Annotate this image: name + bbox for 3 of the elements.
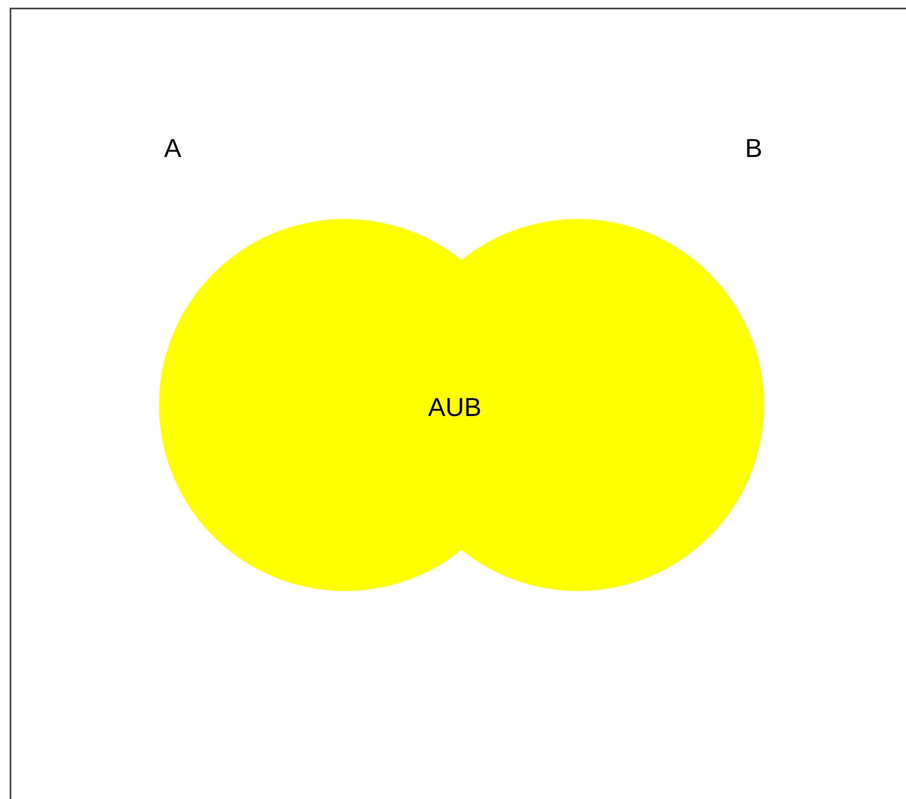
set-label: A bbox=[164, 133, 182, 164]
set-label: B bbox=[745, 133, 762, 164]
union-label: AUB bbox=[428, 392, 482, 423]
